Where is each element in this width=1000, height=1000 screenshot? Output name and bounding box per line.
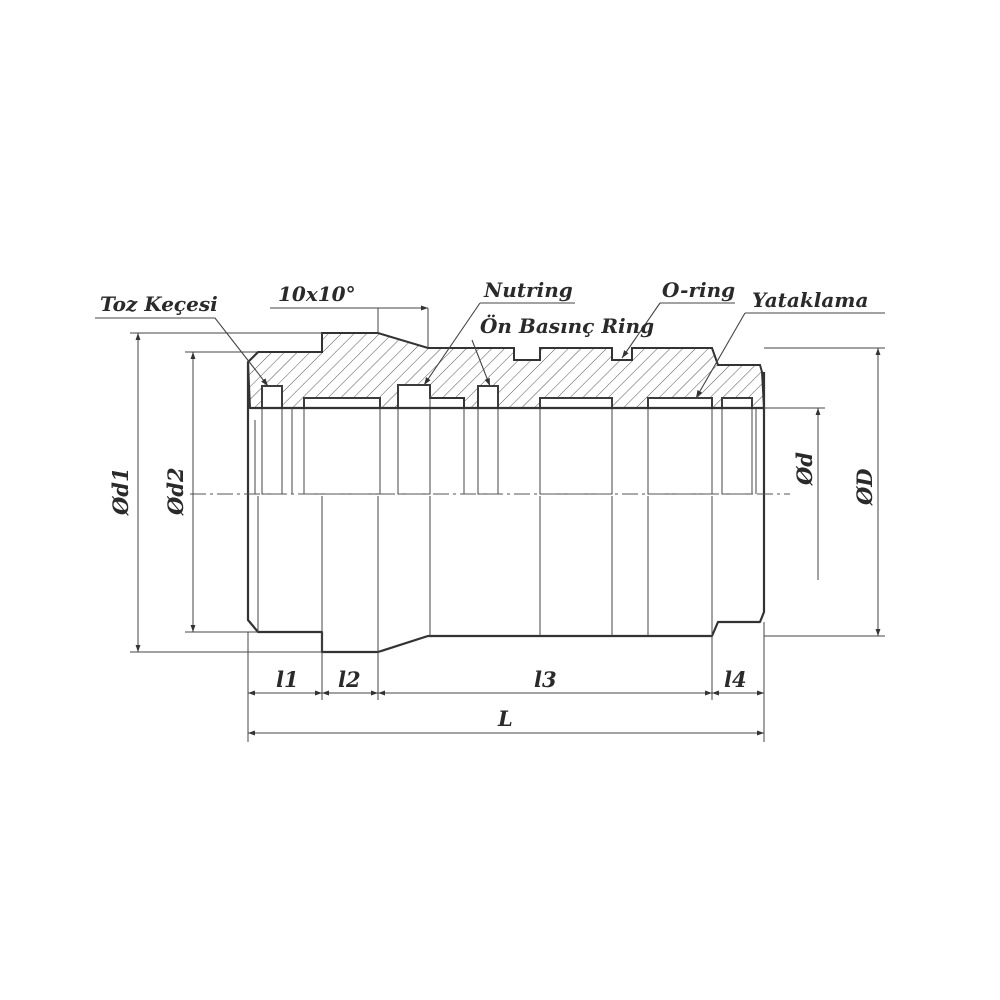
l3-label: l3: [534, 667, 557, 692]
toz-kecesi-label: Toz Keçesi: [100, 292, 218, 316]
d-label: Ød: [792, 452, 817, 486]
lower-bore-sections: [257, 496, 713, 652]
l1-label: l1: [276, 667, 299, 692]
on-basinc-ring-label: Ön Basınç Ring: [480, 313, 654, 338]
o-ring-label: O-ring: [662, 278, 735, 302]
chamfer-label: 10x10°: [278, 282, 356, 306]
D-label: ØD: [852, 468, 877, 506]
yataklama-label: Yataklama: [752, 288, 868, 312]
d2-label: Ød2: [163, 467, 188, 516]
label-leaders: [95, 302, 885, 399]
nutring-label: Nutring: [483, 278, 573, 302]
outer-profile-lower: [246, 495, 766, 654]
l2-label: l2: [338, 667, 361, 692]
hatched-section: [246, 332, 766, 409]
L-label: L: [497, 706, 513, 731]
l4-label: l4: [724, 667, 747, 692]
d1-label: Ød1: [108, 467, 133, 516]
